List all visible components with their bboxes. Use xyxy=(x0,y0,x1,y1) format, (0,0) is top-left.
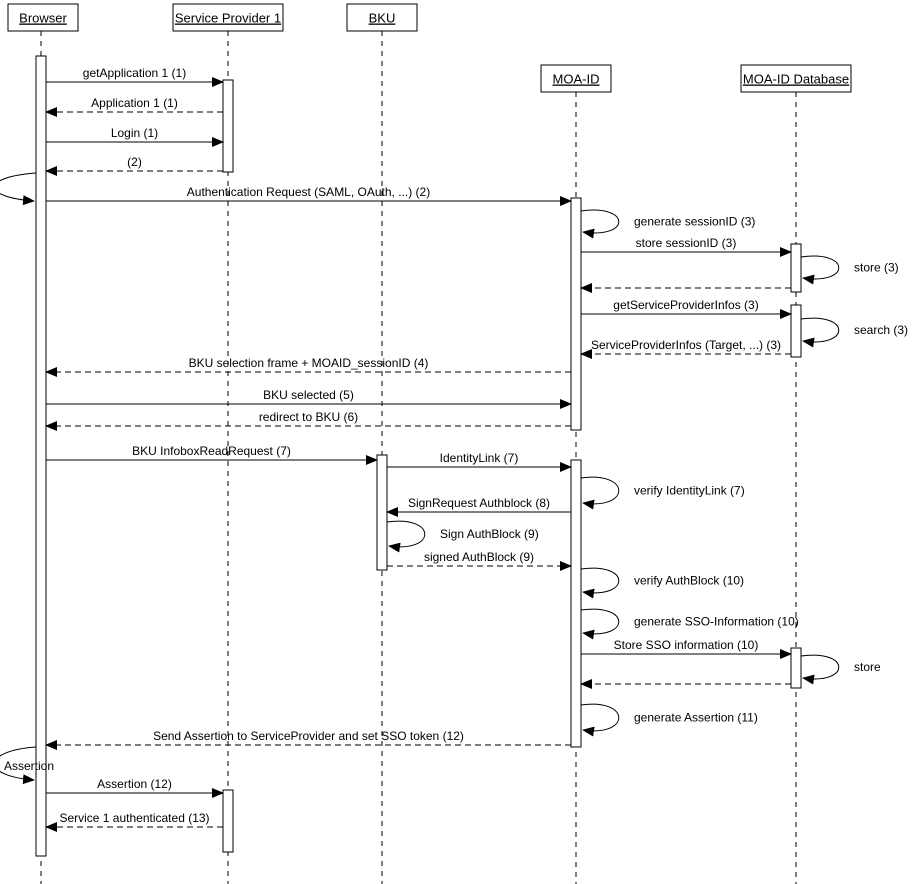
message-label: Login (1) xyxy=(111,126,158,140)
self-message-arrow xyxy=(386,520,426,553)
self-message-label: Sign AuthBlock (9) xyxy=(440,527,539,541)
message-28: Send Assertion to ServiceProvider and se… xyxy=(45,729,571,750)
activation-bar-moadb xyxy=(790,304,802,358)
self-message-label: generate Assertion (11) xyxy=(634,711,758,725)
message-label: signed AuthBlock (9) xyxy=(424,550,534,564)
activation-bar-browser xyxy=(35,55,47,857)
message-27: generate Assertion (11) xyxy=(580,703,758,737)
self-message-label: search (3) xyxy=(854,323,908,337)
message-22: verify AuthBlock (10) xyxy=(580,567,744,599)
self-message-label: store xyxy=(854,660,881,674)
self-message-label: generate sessionID (3) xyxy=(634,215,755,229)
message-8: store (3) xyxy=(800,255,899,285)
activation-bar-sp1 xyxy=(222,79,234,173)
message-label: ServiceProviderInfos (Target, ...) (3) xyxy=(591,338,781,352)
message-15: redirect to BKU (6) xyxy=(45,410,571,431)
activation-bar-moaid xyxy=(570,459,582,748)
actor-header-box xyxy=(346,3,418,32)
actor-label: MOA-ID Database xyxy=(743,72,849,87)
message-17: IdentityLink (7) xyxy=(387,451,572,472)
actor-label: Browser xyxy=(19,11,67,26)
actor-header-box xyxy=(172,3,284,32)
activation-bar-bku xyxy=(376,454,388,571)
self-message-arrow xyxy=(580,608,620,640)
message-label: Assertion (12) xyxy=(97,777,172,791)
message-25: store xyxy=(800,654,881,685)
message-label: Store SSO information (10) xyxy=(614,638,759,652)
self-message-arrow-left xyxy=(0,172,37,206)
message-4 xyxy=(0,172,37,206)
self-message-label: store (3) xyxy=(854,261,899,275)
actor-moaid: MOA-ID xyxy=(540,64,612,93)
message-label: Send Assertion to ServiceProvider and se… xyxy=(153,729,464,743)
message-label: getApplication 1 (1) xyxy=(83,66,186,80)
message-label: store sessionID (3) xyxy=(636,236,737,250)
activation-bar-moaid xyxy=(570,197,582,431)
actor-moadb: MOA-ID Database xyxy=(740,64,852,93)
message-7: store sessionID (3) xyxy=(581,236,792,257)
message-label: getServiceProviderInfos (3) xyxy=(613,298,758,312)
self-message-arrow-left xyxy=(0,746,37,785)
activation-bar-sp1 xyxy=(222,789,234,853)
message-label: IdentityLink (7) xyxy=(440,451,519,465)
self-message-arrow xyxy=(580,703,620,737)
message-label: SignRequest Authblock (8) xyxy=(408,496,550,510)
actor-label: MOA-ID xyxy=(553,72,600,87)
self-message-label: verify AuthBlock (10) xyxy=(634,574,744,588)
message-label: Service 1 authenticated (13) xyxy=(59,811,209,825)
actor-header-box xyxy=(540,64,612,93)
message-label: Application 1 (1) xyxy=(91,96,178,110)
self-message-arrow xyxy=(580,476,620,510)
actor-label: BKU xyxy=(369,11,396,26)
self-message-arrow xyxy=(800,654,840,685)
message-5: Authentication Request (SAML, OAuth, ...… xyxy=(46,185,572,206)
message-23: generate SSO-Information (10) xyxy=(580,608,799,640)
self-message-label: generate SSO-Information (10) xyxy=(634,615,799,629)
self-message-arrow xyxy=(580,567,620,599)
actor-browser: Browser xyxy=(7,3,79,32)
message-31: Service 1 authenticated (13) xyxy=(45,811,223,832)
actor-label: Service Provider 1 xyxy=(175,11,281,26)
self-message-arrow xyxy=(580,209,620,239)
message-6: generate sessionID (3) xyxy=(580,209,755,239)
actor-bku: BKU xyxy=(346,3,418,32)
self-message-arrow xyxy=(800,255,840,285)
activation-bar-moadb xyxy=(790,243,802,293)
message-30: Assertion (12) xyxy=(46,777,224,798)
message-label: BKU selected (5) xyxy=(263,388,354,402)
message-29: Assertion xyxy=(0,746,54,785)
message-24: Store SSO information (10) xyxy=(581,638,792,659)
activation-bar-moadb xyxy=(790,647,802,689)
self-message-label: Assertion xyxy=(4,759,54,773)
message-18: verify IdentityLink (7) xyxy=(580,476,745,510)
message-label: redirect to BKU (6) xyxy=(259,410,358,424)
message-20: Sign AuthBlock (9) xyxy=(386,520,539,553)
message-label: (2) xyxy=(127,155,142,169)
actor-sp1: Service Provider 1 xyxy=(172,3,284,32)
message-14: BKU selected (5) xyxy=(46,388,572,409)
message-21: signed AuthBlock (9) xyxy=(387,550,572,571)
message-2: Login (1) xyxy=(46,126,224,147)
self-message-label: verify IdentityLink (7) xyxy=(634,484,745,498)
message-19: SignRequest Authblock (8) xyxy=(386,496,571,517)
actor-header-box xyxy=(740,64,852,93)
message-13: BKU selection frame + MOAID_sessionID (4… xyxy=(45,356,571,377)
message-label: Authentication Request (SAML, OAuth, ...… xyxy=(187,185,430,199)
message-16: BKU InfoboxReadRequest (7) xyxy=(46,444,378,465)
message-3: (2) xyxy=(45,155,223,176)
self-message-arrow xyxy=(800,317,840,348)
message-label: BKU InfoboxReadRequest (7) xyxy=(132,444,291,458)
message-10: getServiceProviderInfos (3) xyxy=(581,298,792,319)
actor-header-box xyxy=(7,3,79,32)
message-label: BKU selection frame + MOAID_sessionID (4… xyxy=(189,356,429,370)
message-0: getApplication 1 (1) xyxy=(46,66,224,87)
message-11: search (3) xyxy=(800,317,908,348)
message-1: Application 1 (1) xyxy=(45,96,223,117)
message-12: ServiceProviderInfos (Target, ...) (3) xyxy=(580,338,791,359)
